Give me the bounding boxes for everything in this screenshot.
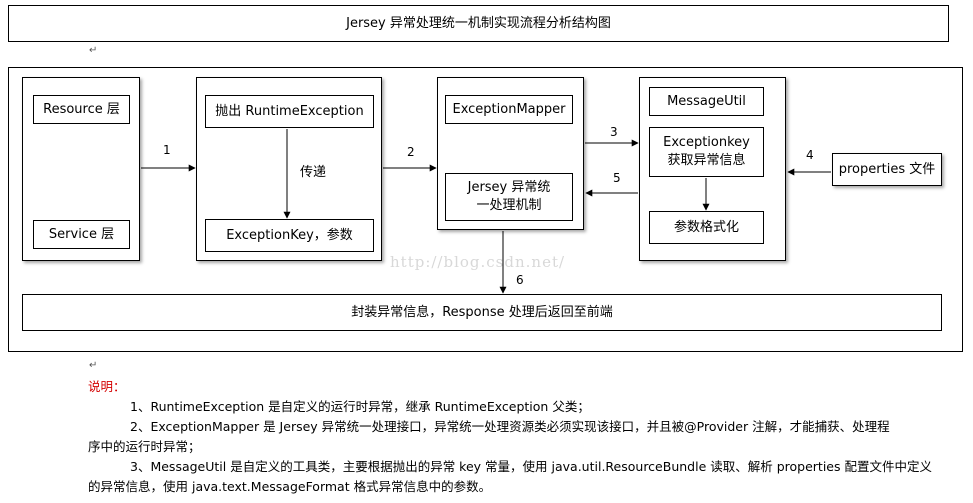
arrow-1-label: 1 <box>163 143 171 157</box>
resource-layer-box: Resource 层 <box>33 95 130 124</box>
exception-mapper-label: ExceptionMapper <box>452 101 566 117</box>
arrow-6-label: 6 <box>516 273 524 287</box>
exceptionkey-info-box: Exceptionkey 获取异常信息 <box>649 127 764 177</box>
format-params-box: 参数格式化 <box>649 211 764 244</box>
jersey-handling-box: Jersey 异常统 一处理机制 <box>445 173 573 221</box>
properties-file-box: properties 文件 <box>832 153 942 186</box>
throw-runtime-exception-box: 抛出 RuntimeException <box>205 95 374 128</box>
properties-file-label: properties 文件 <box>838 161 936 177</box>
arrow-4-label: 4 <box>806 148 814 162</box>
message-util-box: MessageUtil <box>649 87 764 116</box>
return-mark: ↵ <box>89 45 98 56</box>
note-2a: 2、ExceptionMapper 是 Jersey 异常统一处理接口，异常统一… <box>130 419 890 434</box>
note-3a: 3、MessageUtil 是自定义的工具类，主要根据抛出的异常 key 常量，… <box>130 459 932 474</box>
arrow-2-label: 2 <box>407 145 415 159</box>
watermark: http://blog.csdn.net/ <box>390 253 566 271</box>
resource-layer-label: Resource 层 <box>43 101 120 117</box>
service-layer-box: Service 层 <box>33 220 130 249</box>
diagram-title: Jersey 异常处理统一机制实现流程分析结构图 <box>8 5 949 42</box>
service-layer-label: Service 层 <box>48 226 115 242</box>
note-3b: 的异常信息，使用 java.text.MessageFormat 格式异常信息中… <box>88 479 492 494</box>
arrow-5-label: 5 <box>613 171 621 185</box>
pass-label: 传递 <box>300 165 327 180</box>
exceptionkey-info-line2: 获取异常信息 <box>667 153 746 168</box>
arrow-3-label: 3 <box>610 125 618 139</box>
notes-heading: 说明： <box>88 379 126 394</box>
exception-mapper-box: ExceptionMapper <box>445 95 573 124</box>
message-util-label: MessageUtil <box>667 93 746 109</box>
note-2b: 序中的运行时异常； <box>88 439 201 454</box>
format-params-label: 参数格式化 <box>673 219 739 235</box>
jersey-handling-line1: Jersey 异常统 <box>467 180 551 195</box>
note-1: 1、RuntimeException 是自定义的运行时异常，继承 Runtime… <box>130 399 590 414</box>
response-label: 封装异常信息，Response 处理后返回至前端 <box>351 304 613 320</box>
diagram-title-text: Jersey 异常处理统一机制实现流程分析结构图 <box>346 15 611 31</box>
exceptionkey-param-label: ExceptionKey，参数 <box>226 227 353 243</box>
notes: 说明： 1、RuntimeException 是自定义的运行时异常，继承 Run… <box>88 377 958 497</box>
response-box: 封装异常信息，Response 处理后返回至前端 <box>22 294 942 331</box>
return-mark: ↵ <box>89 360 98 371</box>
throw-runtime-exception-label: 抛出 RuntimeException <box>215 103 364 119</box>
jersey-handling-line2: 一处理机制 <box>476 198 542 213</box>
exceptionkey-info-line1: Exceptionkey <box>663 135 750 150</box>
exceptionkey-param-box: ExceptionKey，参数 <box>205 219 374 252</box>
